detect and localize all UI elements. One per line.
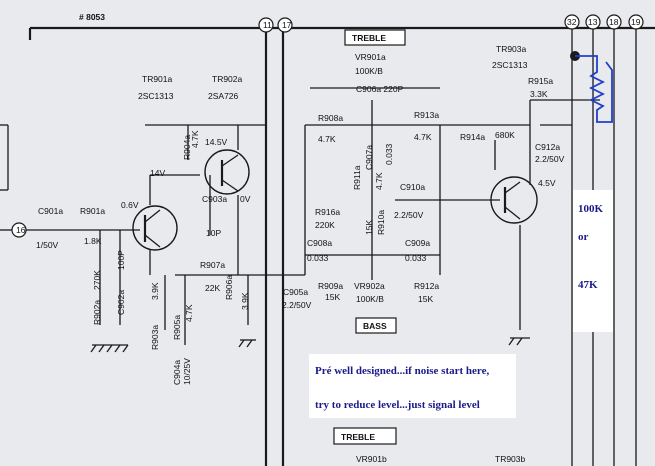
r913-ref: R913a [414,110,439,120]
r915-value: 3.3K [530,89,548,99]
tr903-ref: TR903a [496,44,527,54]
c902-ref: C902a [116,290,126,315]
c901-value: 1/50V [36,240,59,250]
r910-value: 15K [364,220,374,235]
c908-value: 0.033 [307,253,329,263]
tr902-type: 2SA726 [208,91,239,101]
connector-11: 11 [263,20,272,30]
tr902-ref: TR902a [212,74,243,84]
r906-value: 3.9K [240,292,250,310]
c909-value: 0.033 [405,253,427,263]
c904-ref: C904a [172,360,182,385]
tr901-ref: TR901a [142,74,173,84]
r907-value: 22K [205,283,220,293]
r907-ref: R907a [200,260,225,270]
r903-ref: R903a [150,325,160,350]
r916-ref: R916a [315,207,340,217]
c903-ref: C903a [202,194,227,204]
transistor-symbols [132,149,538,251]
tr903-voltage: 4.5V [538,178,556,188]
ground-symbols [90,337,530,353]
tr903b-ref: TR903b [495,454,526,464]
tr903-type: 2SC1313 [492,60,528,70]
tr901-voltage-collector: 14V [150,168,165,178]
r908-value: 4.7K [318,134,336,144]
vr901b-ref: VR901b [356,454,387,464]
component-labels: C901a 1/50V R901a 1.8K 0.6V R902a 270K C… [36,52,565,464]
transistor-labels: TR901a 2SC1313 TR902a 2SA726 TR903a 2SC1… [138,44,528,101]
r914-ref: R914a [460,132,485,142]
c901-ref: C901a [38,206,63,216]
r914-value: 680K [495,130,515,140]
noise-note-line-1: Pré well designed...if noise start here, [315,365,490,377]
r916-value: 220K [315,220,335,230]
tr901-type: 2SC1313 [138,91,174,101]
resistor-option-or: or [578,231,589,243]
r902-ref: R902a [92,300,102,325]
r909-ref: R909a [318,281,343,291]
c903-voltage: 0V [240,194,251,204]
r915-ref: R915a [528,76,553,86]
r901-value: 1.8K [84,236,102,246]
connectors: 16 11 17 32 13 18 19 [11,14,644,238]
r906-ref: R906a [224,275,234,300]
c902-value: 100P [116,250,126,270]
r910-ref: R910a [376,210,386,235]
connector-32: 32 [567,17,577,27]
c905-ref: C905a [283,287,308,297]
treble-box-bottom: TREBLE [341,432,375,442]
vr901-value: 100K/B [355,66,383,76]
vr902-value: 100K/B [356,294,384,304]
tr902-voltage-top: 14.5V [205,137,228,147]
c907-value: 0.033 [384,143,394,165]
c904-value: 10/25V [182,358,192,385]
c908-ref: C908a [307,238,332,248]
board-reference: # 8053 [79,12,105,22]
r905-ref: R905a [172,315,182,340]
treble-box-top: TREBLE [352,33,386,43]
noise-note-line-2: try to reduce level...just signal level [315,399,480,411]
resistor-value-note: 100K or 47K [573,190,613,332]
c905-value: 2.2/50V [282,300,312,310]
r911-ref: R911a [352,165,362,190]
r909-value: 15K [325,292,340,302]
vr902-ref: VR902a [354,281,385,291]
c910-ref: C910a [400,182,425,192]
connector-19: 19 [631,17,641,27]
bass-box: BASS [363,321,387,331]
c910-value: 2.2/50V [394,210,424,220]
c907-ref: C907a [364,145,374,170]
highlight-marker [570,51,613,123]
connector-16: 16 [16,225,26,235]
resistor-option-47k: 47K [578,279,598,291]
r912-value: 15K [418,294,433,304]
r913-value: 4.7K [414,132,432,142]
noise-advice-note: Pré well designed...if noise start here,… [309,354,516,418]
c906-label: C906a 220P [356,84,404,94]
r911-value: 4.7K [374,172,384,190]
tone-boxes: TREBLE BASS TREBLE [333,29,406,445]
tr901-voltage: 0.6V [121,200,139,210]
c912-ref: C912a [535,142,560,152]
c903-value: 10P [206,228,221,238]
r902-value: 270K [92,270,102,290]
r904-value: 4.7K [190,130,200,148]
resistor-option-100k: 100K [578,203,604,215]
r901-ref: R901a [80,206,105,216]
r905-value: 4.7K [184,304,194,322]
r904-ref: R904a [182,135,192,160]
connector-18: 18 [609,17,619,27]
vr901-ref: VR901a [355,52,386,62]
connector-17: 17 [282,20,292,30]
c912-value: 2.2/50V [535,154,565,164]
r908-ref: R908a [318,113,343,123]
r903-value: 3.9K [150,282,160,300]
c909-ref: C909a [405,238,430,248]
r912-ref: R912a [414,281,439,291]
connector-13: 13 [588,17,598,27]
